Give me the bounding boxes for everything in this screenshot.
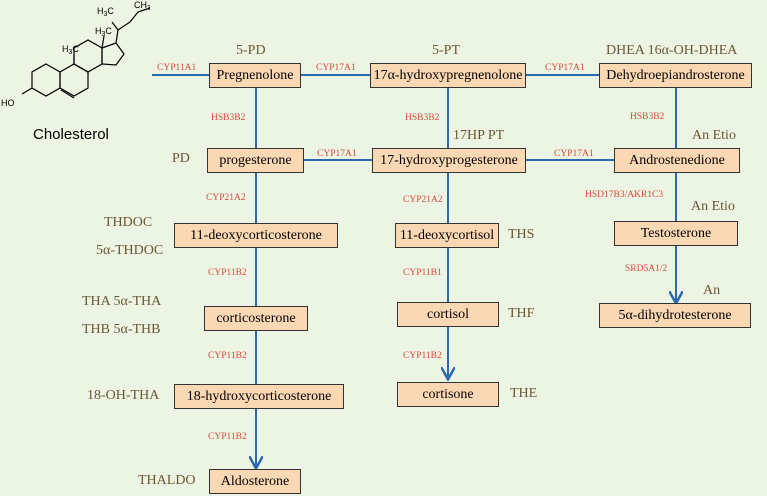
compound-dht: 5α-dihydrotesterone: [599, 303, 751, 328]
enzyme-hsb3b2-3: HSB3B2: [630, 112, 665, 122]
methyl-label-1: H3C: [62, 44, 79, 56]
compound-cortisone: cortisone: [397, 382, 499, 407]
cholesterol-structure: H3C H3C H3C CH3 HO: [1, 0, 150, 108]
hydroxyl-label: HO: [1, 98, 15, 108]
enzyme-cyp17a1-top-1: CYP17A1: [316, 63, 356, 73]
enzyme-cyp17a1-mid-2: CYP17A1: [554, 149, 594, 159]
compound-deoxycorticosterone: 11-deoxycorticosterone: [174, 223, 338, 248]
metabolite-an-etio-2: An Etio: [691, 199, 735, 214]
compound-testosterone: Testosterone: [614, 221, 738, 246]
metabolite-5pt: 5-PT: [432, 43, 460, 58]
compound-deoxycortisol: 11-deoxycortisol: [395, 223, 499, 248]
methyl-label-2: H3C: [95, 26, 112, 38]
cholesterol-label: Cholesterol: [33, 126, 109, 143]
methyl-label-4: CH3: [134, 0, 150, 12]
metabolite-ths: THS: [508, 227, 535, 242]
enzyme-cyp11b2-1: CYP11B2: [208, 268, 247, 278]
enzyme-cyp21a2-2: CYP21A2: [403, 195, 443, 205]
enzyme-hsb3b2-2: HSB3B2: [405, 113, 440, 123]
metabolite-an-etio-1: An Etio: [692, 128, 736, 143]
metabolite-5pd: 5-PD: [236, 43, 266, 58]
compound-aldosterone: Aldosterone: [209, 469, 301, 494]
enzyme-hsb3b2-1: HSB3B2: [211, 113, 246, 123]
metabolite-the: THE: [510, 386, 538, 401]
metabolite-18-oh-tha: 18-OH-THA: [87, 388, 160, 403]
enzyme-cyp11a1: CYP11A1: [157, 63, 197, 73]
compound-hydroxycorticosterone: 18-hydroxycorticosterone: [174, 384, 344, 409]
metabolite-pd: PD: [172, 151, 190, 166]
compound-corticosterone: corticosterone: [204, 306, 308, 331]
metabolite-tha: THA 5α-THA: [82, 294, 162, 309]
enzyme-cyp21a2-1: CYP21A2: [206, 193, 246, 203]
compound-progesterone: progesterone: [207, 148, 304, 173]
compound-hydroxyprogesterone: 17-hydroxyprogesterone: [372, 148, 526, 173]
compound-cortisol: cortisol: [397, 302, 499, 327]
enzyme-cyp17a1-top-2: CYP17A1: [545, 63, 585, 73]
metabolite-an: An: [703, 283, 721, 298]
metabolite-17hp-pt: 17HP PT: [453, 128, 505, 143]
compound-androstenedione: Androstenedione: [614, 148, 740, 173]
enzyme-cyp11b1: CYP11B1: [403, 268, 442, 278]
metabolite-thf: THF: [508, 306, 535, 321]
metabolite-thb: THB 5α-THB: [82, 322, 161, 337]
metabolite-thaldo: THALDO: [138, 473, 196, 488]
enzyme-cyp17a1-mid-1: CYP17A1: [317, 149, 357, 159]
compound-dhea: Dehydroepiandrosterone: [599, 63, 752, 88]
enzyme-srd5a1-2: SRD5A1/2: [625, 264, 668, 274]
enzyme-hsd17b3-akr1c3: HSD17B3/AKR1C3: [585, 190, 664, 200]
metabolite-thdoc: THDOC: [104, 215, 153, 230]
enzyme-cyp11b2-2: CYP11B2: [208, 351, 247, 361]
metabolite-5a-thdoc: 5α-THDOC: [96, 243, 164, 258]
enzyme-cyp11b2-3: CYP11B2: [403, 351, 442, 361]
methyl-label-3: H3C: [97, 6, 114, 18]
enzyme-cyp11b2-4: CYP11B2: [208, 432, 247, 442]
compound-hydroxypregnenolone: 17α-hydroxypregnenolone: [370, 63, 526, 88]
compound-pregnenolone: Pregnenolone: [209, 63, 301, 88]
metabolite-dhea-group: DHEA 16α-OH-DHEA: [606, 43, 738, 58]
